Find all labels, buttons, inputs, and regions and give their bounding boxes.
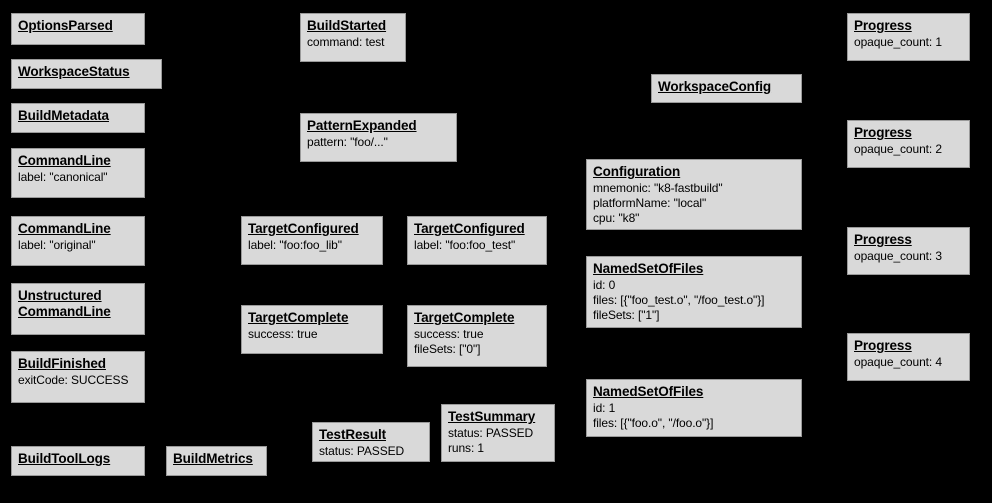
- node-field: opaque_count: 4: [854, 355, 942, 369]
- node-build-metrics[interactable]: BuildMetrics: [166, 446, 267, 476]
- node-workspace-status[interactable]: WorkspaceStatus: [11, 59, 162, 89]
- node-configuration[interactable]: Configuration mnemonic: "k8-fastbuild"pla…: [586, 159, 802, 230]
- node-unstructured-command-line[interactable]: Unstructured CommandLine: [11, 283, 145, 335]
- node-title: NamedSetOfFiles: [593, 261, 704, 276]
- node-field: label: "foo:foo_lib": [248, 238, 342, 252]
- node-fields: opaque_count: 1: [854, 35, 963, 50]
- node-title: BuildFinished: [18, 356, 106, 371]
- node-title: TargetComplete: [248, 310, 349, 325]
- node-field: fileSets: ["1"]: [593, 308, 660, 322]
- node-progress-3[interactable]: Progress opaque_count: 3: [847, 227, 970, 275]
- node-title: NamedSetOfFiles: [593, 384, 704, 399]
- node-workspace-config[interactable]: WorkspaceConfig: [651, 74, 802, 103]
- node-progress-2[interactable]: Progress opaque_count: 2: [847, 120, 970, 168]
- node-field: opaque_count: 1: [854, 35, 942, 49]
- node-title: BuildMetrics: [173, 451, 253, 466]
- node-fields: label: "foo:foo_lib": [248, 238, 376, 253]
- node-title: TestResult: [319, 427, 387, 442]
- node-field: platformName: "local": [593, 196, 707, 210]
- node-fields: label: "foo:foo_test": [414, 238, 540, 253]
- node-field: command: test: [307, 35, 385, 49]
- node-field: files: [{"foo.o", "/foo.o"}]: [593, 416, 714, 430]
- node-title: WorkspaceConfig: [658, 79, 772, 94]
- node-fields: opaque_count: 3: [854, 249, 963, 264]
- node-title: BuildMetadata: [18, 108, 109, 123]
- node-test-result[interactable]: TestResult status: PASSED: [312, 422, 430, 462]
- node-field: cpu: "k8": [593, 211, 640, 225]
- node-field: files: [{"foo_test.o", "/foo_test.o"}]: [593, 293, 765, 307]
- node-field: exitCode: SUCCESS: [18, 373, 129, 387]
- node-field: pattern: "foo/...": [307, 135, 388, 149]
- node-fields: pattern: "foo/...": [307, 135, 450, 150]
- node-title: BuildToolLogs: [18, 451, 111, 466]
- node-build-finished[interactable]: BuildFinished exitCode: SUCCESS: [11, 351, 145, 403]
- node-field: success: true: [414, 327, 484, 341]
- node-title: Progress: [854, 338, 912, 353]
- node-title: Progress: [854, 18, 912, 33]
- node-progress-4[interactable]: Progress opaque_count: 4: [847, 333, 970, 381]
- node-field: id: 0: [593, 278, 616, 292]
- node-title: Progress: [854, 232, 912, 247]
- node-title: TestSummary: [448, 409, 536, 424]
- node-fields: opaque_count: 4: [854, 355, 963, 370]
- node-field: opaque_count: 3: [854, 249, 942, 263]
- node-title: CommandLine: [18, 221, 111, 236]
- node-title: WorkspaceStatus: [18, 64, 130, 79]
- node-fields: opaque_count: 2: [854, 142, 963, 157]
- node-command-line-original[interactable]: CommandLine label: "original": [11, 216, 145, 266]
- node-build-metadata[interactable]: BuildMetadata: [11, 103, 145, 133]
- node-title: PatternExpanded: [307, 118, 417, 133]
- node-build-tool-logs[interactable]: BuildToolLogs: [11, 446, 145, 476]
- node-progress-1[interactable]: Progress opaque_count: 1: [847, 13, 970, 61]
- node-target-complete-lib[interactable]: TargetComplete success: true: [241, 305, 383, 354]
- node-build-started[interactable]: BuildStarted command: test: [300, 13, 406, 62]
- node-field: opaque_count: 2: [854, 142, 942, 156]
- node-field: fileSets: ["0"]: [414, 342, 481, 356]
- node-pattern-expanded[interactable]: PatternExpanded pattern: "foo/...": [300, 113, 457, 162]
- node-field: runs: 1: [448, 441, 484, 455]
- node-title: TargetConfigured: [248, 221, 359, 236]
- node-fields: exitCode: SUCCESS: [18, 373, 138, 388]
- node-field: status: PASSED: [448, 426, 534, 440]
- node-fields: label: "original": [18, 238, 138, 253]
- node-title: Configuration: [593, 164, 681, 179]
- node-target-configured-test[interactable]: TargetConfigured label: "foo:foo_test": [407, 216, 547, 265]
- node-fields: command: test: [307, 35, 399, 50]
- node-target-configured-lib[interactable]: TargetConfigured label: "foo:foo_lib": [241, 216, 383, 265]
- node-field: label: "canonical": [18, 170, 108, 184]
- node-title: TargetComplete: [414, 310, 515, 325]
- node-field: success: true: [248, 327, 318, 341]
- node-title: Progress: [854, 125, 912, 140]
- node-command-line-canonical[interactable]: CommandLine label: "canonical": [11, 148, 145, 198]
- node-field: status: PASSED: [319, 444, 405, 458]
- node-field: mnemonic: "k8-fastbuild": [593, 181, 723, 195]
- node-fields: success: true: [248, 327, 376, 342]
- node-title: Unstructured CommandLine: [18, 288, 111, 319]
- node-title: TargetConfigured: [414, 221, 525, 236]
- node-field: label: "original": [18, 238, 96, 252]
- node-title: BuildStarted: [307, 18, 387, 33]
- node-field: id: 1: [593, 401, 616, 415]
- node-field: label: "foo:foo_test": [414, 238, 516, 252]
- node-fields: status: PASSED: [319, 444, 423, 459]
- node-title: CommandLine: [18, 153, 111, 168]
- node-fields: mnemonic: "k8-fastbuild"platformName: "l…: [593, 181, 795, 226]
- node-fields: label: "canonical": [18, 170, 138, 185]
- node-options-parsed[interactable]: OptionsParsed: [11, 13, 145, 45]
- node-title: OptionsParsed: [18, 18, 113, 33]
